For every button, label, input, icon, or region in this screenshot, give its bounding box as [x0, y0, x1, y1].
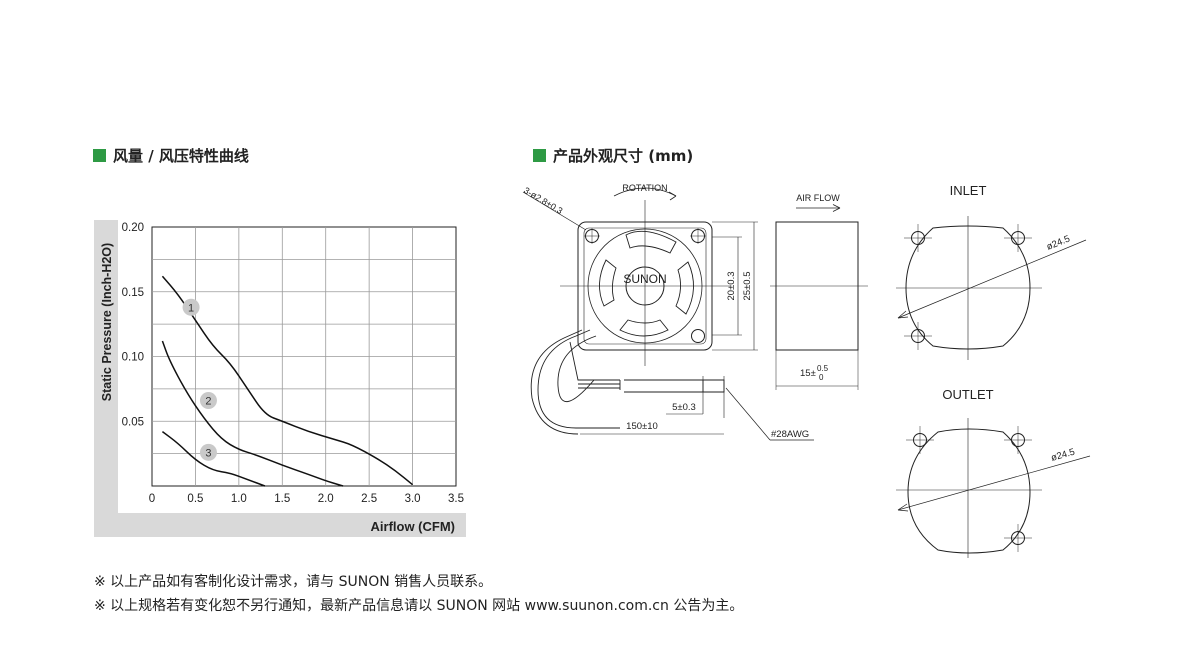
y-tick-label: 0.05: [122, 416, 144, 428]
outlet-label: OUTLET: [942, 387, 993, 402]
outer-dimension-label: 25±0.5: [742, 272, 753, 301]
depth-tolerance-minus: 0: [819, 373, 824, 382]
curve-badge-label: 2: [205, 396, 211, 408]
outlet-view: OUTLET ø24.5: [896, 387, 1091, 558]
airflow-label: AIR FLOW: [796, 193, 840, 203]
footnote-customization: ※ 以上产品如有客制化设计需求，请与 SUNON 销售人员联系。: [94, 574, 493, 590]
section-title-dimensions: 产品外观尺寸 (mm): [533, 145, 693, 165]
fan-front-view: SUNON ROTATION 3-ø2.8±0.3 5±0.3 150±10: [522, 183, 814, 441]
inner-dimension-label: 20±0.3: [726, 272, 737, 301]
x-tick-label: 3.0: [405, 493, 421, 505]
chart-curves: [161, 275, 414, 487]
inlet-label: INLET: [950, 183, 987, 198]
inlet-diameter-label: ø24.5: [1045, 233, 1072, 252]
curve-series-2: [161, 340, 344, 487]
depth-tolerance-plus: 0.5: [817, 364, 829, 373]
section-title-text: 产品外观尺寸 (mm): [553, 146, 694, 165]
y-tick-label: 0.20: [122, 222, 144, 234]
lead-length-label: 150±10: [626, 421, 658, 432]
chart-grid: [151, 226, 457, 487]
x-tick-label: 1.5: [274, 493, 290, 505]
fan-side-view: AIR FLOW 15± 0.5 0: [770, 193, 868, 390]
footnote-specification-change: ※ 以上规格若有变化恕不另行通知，最新产品信息请以 SUNON 网站 www.s…: [94, 598, 744, 614]
hole-dimension-label: 3-ø2.8±0.3: [522, 185, 564, 216]
rotation-label: ROTATION: [622, 183, 667, 193]
chart-panel-left: [94, 220, 118, 537]
section-title-text: 风量 / 风压特性曲线: [113, 146, 249, 165]
curve-badge: [199, 443, 217, 461]
dimension-drawing: SUNON ROTATION 3-ø2.8±0.3 5±0.3 150±10: [518, 170, 1108, 560]
curve-badge-label: 1: [188, 302, 194, 314]
depth-dimension-label: 15±: [800, 368, 816, 379]
section-bullet-icon: [93, 148, 106, 162]
x-tick-label: 3.5: [448, 493, 464, 505]
pq-chart: 1 2 3 0 0.5 1.0 1.5 2.0 2.5 3.0 3.5 0.05 0.10 0.15 0.…: [94, 220, 466, 537]
curve-series-1: [161, 275, 414, 486]
wire-gauge-label: #28AWG: [771, 429, 809, 440]
y-axis-label: Static Pressure (Inch-H2O): [100, 243, 114, 401]
section-title-airflow-curve: 风量 / 风压特性曲线: [93, 145, 249, 165]
x-axis-label: Airflow (CFM): [371, 519, 455, 534]
curve-series-3: [161, 431, 266, 487]
x-tick-label: 2.5: [361, 493, 377, 505]
x-tick-label: 0.5: [187, 493, 203, 505]
y-tick-label: 0.15: [122, 287, 144, 299]
x-tick-label: 2.0: [318, 493, 334, 505]
inlet-view: INLET ø24.5: [896, 183, 1087, 360]
mount-hole: [691, 329, 705, 343]
chart-annotations: 1 2 3: [182, 298, 217, 461]
x-tick-label: 1.0: [231, 493, 247, 505]
x-tick-label: 0: [149, 493, 155, 505]
curve-badge: [199, 392, 217, 410]
pq-chart-svg: 1 2 3 0 0.5 1.0 1.5 2.0 2.5 3.0 3.5 0.05 0.10 0.15 0.…: [94, 220, 466, 537]
section-bullet-icon: [533, 148, 546, 162]
curve-badge-label: 3: [205, 447, 211, 459]
strip-length-label: 5±0.3: [672, 402, 696, 413]
curve-badge: [182, 298, 200, 316]
y-tick-label: 0.10: [122, 352, 144, 364]
chart-ticks: 0 0.5 1.0 1.5 2.0 2.5 3.0 3.5 0.05 0.10 0.15 0.20: [122, 222, 464, 505]
chart-panel-bottom: [94, 513, 466, 537]
fan-brand-label: SUNON: [623, 272, 666, 286]
dimension-drawing-svg: SUNON ROTATION 3-ø2.8±0.3 5±0.3 150±10: [522, 183, 1091, 558]
